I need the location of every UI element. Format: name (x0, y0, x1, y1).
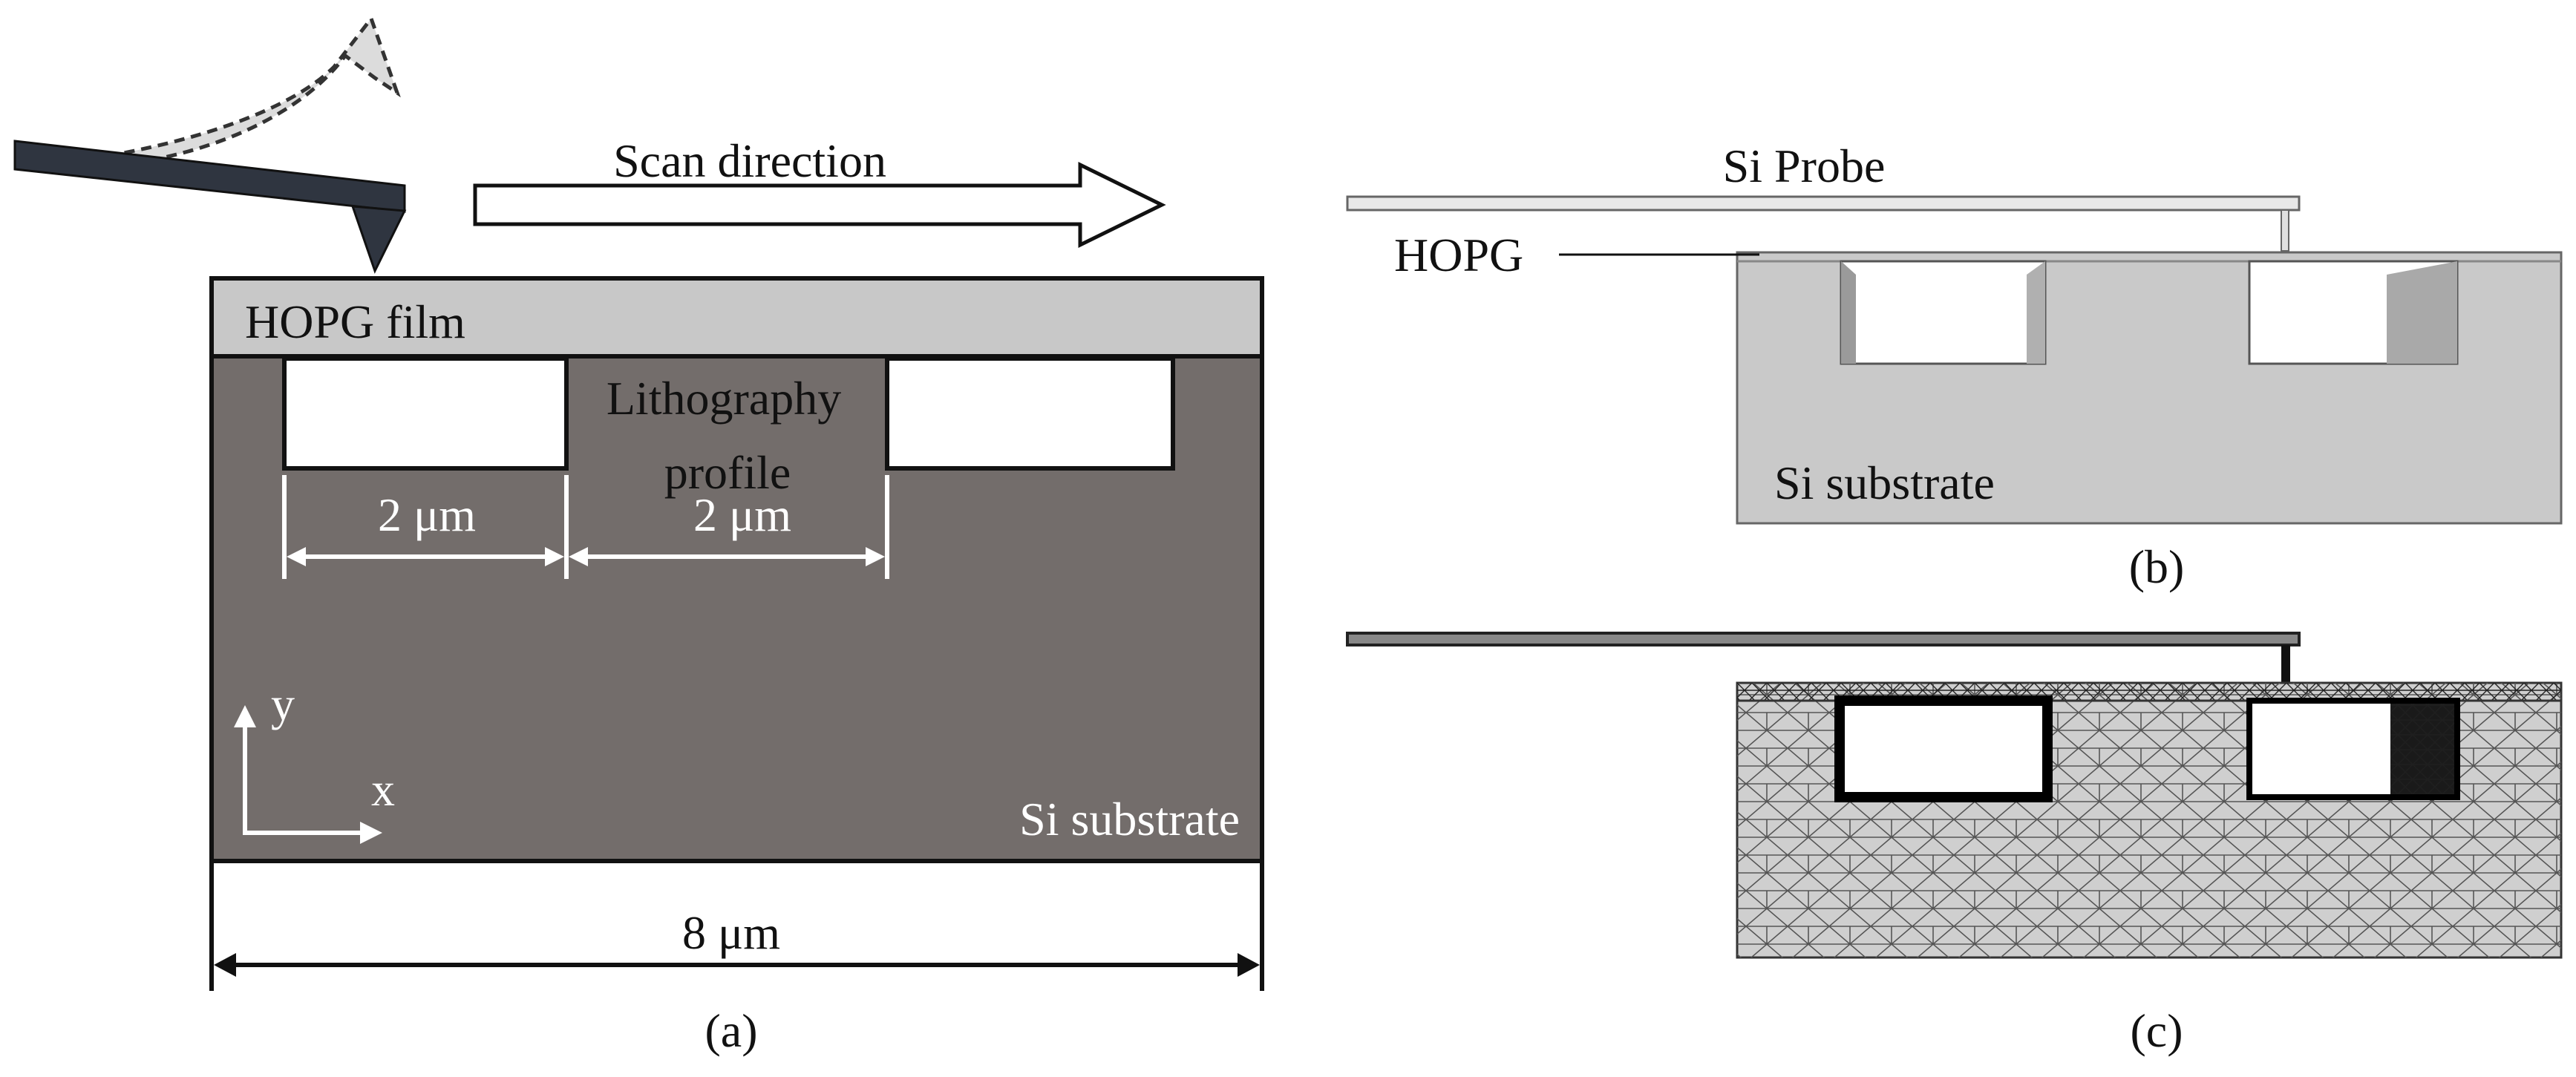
trench-left (282, 356, 569, 471)
dimension-2um-left (282, 475, 569, 579)
trench-right (885, 356, 1175, 471)
meshed-probe-beam (1346, 632, 2301, 646)
total-width-label: 8 μm (682, 906, 780, 959)
si-substrate-label-a: Si substrate (1019, 793, 1240, 845)
cantilever (13, 140, 406, 213)
panel-a: Scan direction HOPG film Lithography pro… (13, 14, 1264, 1057)
trench-c-left (1834, 695, 2053, 802)
caption-a: (a) (705, 1004, 757, 1057)
si-probe-label: Si Probe (1723, 140, 1886, 192)
caption-b: (b) (2129, 540, 2185, 593)
deflected-cantilever (107, 14, 401, 164)
caption-c: (c) (2130, 1004, 2183, 1057)
axis-y-label: y (271, 678, 295, 730)
si-probe-tip (2281, 209, 2289, 252)
dimension-8um (209, 861, 1264, 991)
dimension-2um-right (569, 475, 889, 579)
panel-b: Si Probe HOPG Si substrate (b) (1346, 140, 2563, 593)
scan-direction-arrow (473, 161, 1166, 249)
hopg-label: HOPG (1394, 229, 1523, 281)
si-probe-beam (1346, 195, 2301, 212)
lithography-profile-label-1: Lithography (607, 372, 841, 425)
trench-b-left (1840, 260, 2047, 365)
panel-c: (c) (1346, 632, 2563, 1057)
axis-x-label: x (371, 763, 395, 816)
width-right-label: 2 μm (693, 488, 791, 541)
scan-direction-label: Scan direction (613, 134, 886, 187)
xy-axes-indicator (234, 705, 382, 844)
hopg-film-label: HOPG film (245, 295, 465, 348)
width-left-label: 2 μm (378, 488, 476, 541)
si-substrate-label-b: Si substrate (1774, 456, 1995, 509)
meshed-probe-tip (2281, 645, 2290, 682)
lithography-profile-label-2: profile (664, 446, 791, 499)
hopg-film-layer (209, 276, 1264, 359)
probe-tip (350, 205, 407, 274)
